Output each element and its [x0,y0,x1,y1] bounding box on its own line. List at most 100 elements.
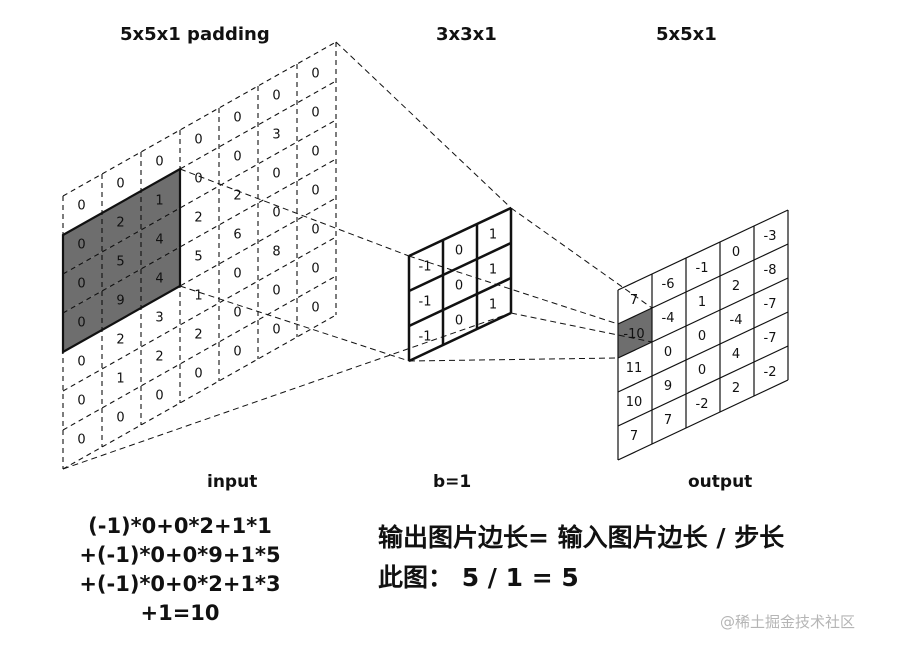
input-gridline [62,119,337,275]
formula-line: +(-1)*0+0*2+1*3 [79,572,281,596]
input-cell-value: 1 [194,289,202,304]
input-cell-value: 2 [116,333,124,348]
input-cell-value: 0 [77,316,85,331]
input-label: input [207,472,258,492]
input-cell-value: 0 [77,433,85,448]
input-cell-value: 4 [155,233,163,248]
kernel-gridline [408,276,512,328]
input-cell-value: 8 [272,245,280,260]
calculation-formula: (-1)*0+0*2+1*1 +(-1)*0+0*9+1*5 +(-1)*0+0… [50,512,310,628]
input-cell-value: 0 [155,389,163,404]
input-gridline [62,236,337,392]
kernel-cell-value: 1 [489,263,497,278]
output-gridline [617,379,789,461]
kernel-cell-value: 0 [455,244,463,259]
kernel-cell-value: -1 [419,295,432,310]
formula-line: +1=10 [140,601,220,625]
input-cell-value: 0 [311,223,319,238]
projection-lines [62,41,653,470]
kernel-cell-value: -1 [419,330,432,345]
output-gridline [617,311,789,393]
input-cell-value: 5 [194,250,202,265]
output-gridline [617,209,789,291]
formula-line: +(-1)*0+0*9+1*5 [79,543,281,567]
output-cell-value: 0 [698,329,706,344]
output-cell-value: 0 [664,345,672,360]
input-highlight-cell [63,291,102,352]
kernel-label: b=1 [433,472,472,492]
input-cell-value: 0 [77,394,85,409]
input-cell-value: 0 [272,284,280,299]
input-gridline [62,41,337,197]
input-cell-value: 0 [272,89,280,104]
projection-line [335,41,512,209]
projection-line [510,207,653,309]
input-highlight-cell [102,191,141,252]
input-cell-value: 0 [194,367,202,382]
output-cell-value: 2 [732,381,740,396]
output-cell-value: -10 [623,327,644,342]
output-cell-value: -3 [764,229,777,244]
input-cell-value: 0 [77,355,85,370]
kernel-cell-value: 1 [489,298,497,313]
input-cell-value: 0 [116,177,124,192]
output-gridline [617,345,789,427]
input-cell-value: 0 [272,323,280,338]
projection-line [179,285,410,362]
input-cell-value: 0 [155,155,163,170]
kernel-gridline [408,206,512,258]
formula-line: (-1)*0+0*2+1*1 [88,514,272,538]
kernel-size-header: 3x3x1 [436,24,497,45]
kernel-cell-value: -1 [419,260,432,275]
output-cell-value: 0 [732,245,740,260]
kernel-grid: -101-101-101 [407,206,513,363]
output-cell-value: 11 [626,361,643,376]
input-highlight-cell [63,252,102,313]
output-cell-value: 4 [732,347,740,362]
input-grid: 0000000021003005422000945600023108001220… [61,41,337,470]
input-cell-value: 2 [194,211,202,226]
output-cell-value: 2 [732,279,740,294]
input-cell-value: 0 [77,238,85,253]
input-cell-value: 0 [194,133,202,148]
kernel-cell-value: 1 [489,228,497,243]
input-cell-value: 9 [116,294,124,309]
input-cell-value: 1 [116,372,124,387]
input-cell-value: 3 [272,128,280,143]
input-cell-value: 0 [233,267,241,282]
input-gridline [62,275,337,431]
input-cell-value: 0 [233,345,241,360]
output-cell-value: 7 [630,429,638,444]
input-cell-value: 4 [155,272,163,287]
input-cell-value: 6 [233,228,241,243]
input-highlight-cell [63,213,102,274]
input-cell-value: 2 [155,350,163,365]
input-cell-value: 0 [272,206,280,221]
kernel-cell-value: 0 [455,279,463,294]
watermark: @稀土掘金技术社区 [720,613,856,631]
input-cell-value: 0 [311,301,319,316]
input-gridline [62,314,337,470]
input-cell-value: 5 [116,255,124,270]
output-cell-value: -2 [696,397,709,412]
output-cell-value: 9 [664,379,672,394]
input-cell-value: 0 [233,150,241,165]
input-size-header: 5x5x1 padding [120,24,270,45]
input-cell-value: 2 [194,328,202,343]
input-cell-value: 0 [311,262,319,277]
input-highlight-cell [102,230,141,291]
output-size-header: 5x5x1 [656,24,717,45]
input-cell-value: 0 [311,184,319,199]
output-cell-value: -8 [764,263,777,278]
input-highlight-cell [141,208,180,269]
projection-line [408,255,619,325]
size-rule-text: 输出图片边长= 输入图片边长 / 步长 [378,523,785,552]
input-gridline [62,158,337,314]
input-highlight-cell [102,269,141,330]
output-label: output [688,472,753,492]
input-cell-value: 0 [311,67,319,82]
input-cell-value: 0 [311,106,319,121]
input-cell-value: 2 [233,189,241,204]
